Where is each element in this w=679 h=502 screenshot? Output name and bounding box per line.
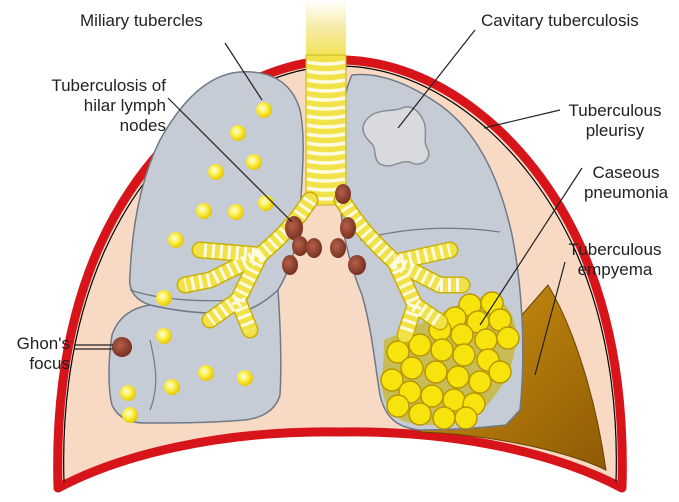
label-ghons-focus: Ghon's focus: [6, 334, 70, 374]
caseous-nodule: [451, 324, 473, 346]
miliary-tubercles-text: Miliary tubercles: [80, 11, 203, 31]
empyema-label-line-2: empyema: [556, 260, 674, 280]
caseous-nodule: [387, 395, 409, 417]
trachea: [306, 0, 346, 205]
tubercle-dot: [198, 365, 214, 381]
label-tuberculous-pleurisy: Tuberculous pleurisy: [556, 101, 674, 141]
caseous-nodule: [475, 329, 497, 351]
trachea-cartilage-ring: [307, 71, 345, 73]
tubercle-dot: [156, 328, 172, 344]
tubercle-dot: [196, 203, 212, 219]
hilar-label-line-3: nodes: [12, 116, 166, 136]
trachea-cartilage-ring: [307, 161, 345, 163]
ghons-focus-lesion: [112, 337, 132, 357]
caseous-nodule: [469, 371, 491, 393]
tubercle-dot: [120, 385, 136, 401]
label-miliary-tubercles: Miliary tubercles: [80, 11, 203, 31]
cavitary-text: Cavitary tuberculosis: [481, 11, 639, 31]
ghons-label-line-1: Ghon's: [6, 334, 70, 354]
pleurisy-label-line-1: Tuberculous: [556, 101, 674, 121]
label-caseous-pneumonia: Caseous pneumonia: [578, 163, 674, 203]
tubercle-dot: [168, 232, 184, 248]
tubercle-dot: [246, 154, 262, 170]
ghons-label-line-2: focus: [6, 354, 70, 374]
tubercle-dot: [258, 195, 274, 211]
empyema-label-line-1: Tuberculous: [556, 240, 674, 260]
tubercle-dot: [228, 204, 244, 220]
tubercle-dot: [208, 164, 224, 180]
trachea-cartilage-ring: [307, 107, 345, 109]
tubercle-dot: [164, 379, 180, 395]
trachea-cartilage-ring: [307, 89, 345, 91]
hilar-label-line-1: Tuberculosis of: [12, 76, 166, 96]
caseous-nodule: [409, 403, 431, 425]
trachea-cartilage-ring: [307, 116, 345, 118]
tubercle-dot: [230, 125, 246, 141]
trachea-cartilage-ring: [307, 134, 345, 136]
trachea-cartilage-ring: [307, 62, 345, 64]
caseous-nodule: [401, 357, 423, 379]
caseous-label-line-1: Caseous: [578, 163, 674, 183]
caseous-nodule: [431, 339, 453, 361]
label-hilar-lymph-nodes: Tuberculosis of hilar lymph nodes: [12, 76, 166, 136]
caseous-nodule: [453, 344, 475, 366]
tubercle-dot: [156, 290, 172, 306]
trachea-cartilage-ring: [307, 152, 345, 154]
hilar-label-line-2: hilar lymph: [12, 96, 166, 116]
trachea-cartilage-ring: [307, 179, 345, 181]
trachea-cartilage-ring: [307, 98, 345, 100]
tubercle-dot: [122, 407, 138, 423]
caseous-label-line-2: pneumonia: [578, 183, 674, 203]
caseous-nodule: [455, 407, 477, 429]
trachea-cartilage-ring: [307, 125, 345, 127]
caseous-nodule: [497, 327, 519, 349]
pleurisy-label-line-2: pleurisy: [556, 121, 674, 141]
label-tuberculous-empyema: Tuberculous empyema: [556, 240, 674, 280]
caseous-nodule: [425, 361, 447, 383]
caseous-nodule: [433, 407, 455, 429]
tubercle-dot: [256, 102, 272, 118]
trachea-cartilage-ring: [307, 170, 345, 172]
label-cavitary-tuberculosis: Cavitary tuberculosis: [481, 11, 639, 31]
caseous-nodule: [447, 366, 469, 388]
tubercle-dot: [237, 370, 253, 386]
trachea-cartilage-ring: [307, 80, 345, 82]
trachea-cartilage-ring: [307, 143, 345, 145]
caseous-nodule: [489, 361, 511, 383]
